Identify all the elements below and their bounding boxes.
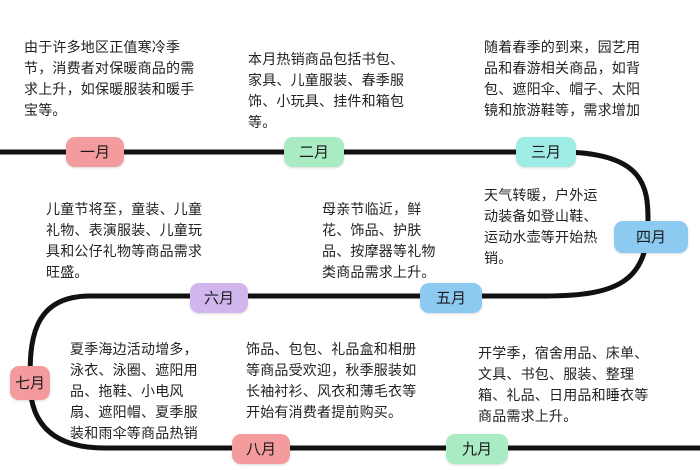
month-pill-january: 一月 — [66, 137, 124, 167]
description-april: 天气转暖，户外运 动装备如登山鞋、 运动水壶等开始热 销。 — [484, 188, 598, 267]
month-pill-may: 五月 — [420, 283, 482, 313]
month-pill-april: 四月 — [614, 221, 688, 253]
description-january: 由于许多地区正值寒冷季 节，消费者对保暖商品的需 求上升，如保暖服装和暖手 宝等… — [24, 40, 195, 119]
month-pill-february: 二月 — [284, 137, 344, 167]
month-pill-august: 八月 — [232, 434, 290, 464]
description-february: 本月热销商品包括书包、 家具、儿童服装、春季服 饰、小玩具、挂件和箱包 等。 — [248, 52, 405, 131]
month-pill-march: 三月 — [516, 137, 576, 167]
month-pill-july: 七月 — [10, 366, 50, 400]
description-march: 随着春季的到来，园艺用 品和春游相关商品，如背 包、遮阳伞、帽子、太阳 镜和旅游… — [484, 40, 641, 119]
description-june: 儿童节将至，童装、儿童 礼物、表演服装、儿童玩 具和公仔礼物等商品需求 旺盛。 — [46, 202, 203, 281]
description-july: 夏季海边活动增多， 泳衣、泳圈、遮阳用 品、拖鞋、小电风 扇、遮阳帽、夏季服 装… — [70, 342, 198, 442]
month-pill-june: 六月 — [190, 283, 248, 313]
timeline-track-line — [0, 149, 700, 451]
description-august: 饰品、包包、礼品盒和相册 等商品受欢迎，秋季服装如 长袖衬衫、风衣和薄毛衣等 开… — [246, 342, 417, 421]
description-september: 开学季，宿舍用品、床单、 文具、书包、服装、整理 箱、礼品、日用品和睡衣等 商品… — [478, 346, 649, 425]
month-pill-september: 九月 — [446, 434, 508, 464]
description-may: 母亲节临近，鲜 花、饰品、护肤 品、按摩器等礼物 类商品需求上升。 — [322, 202, 436, 281]
